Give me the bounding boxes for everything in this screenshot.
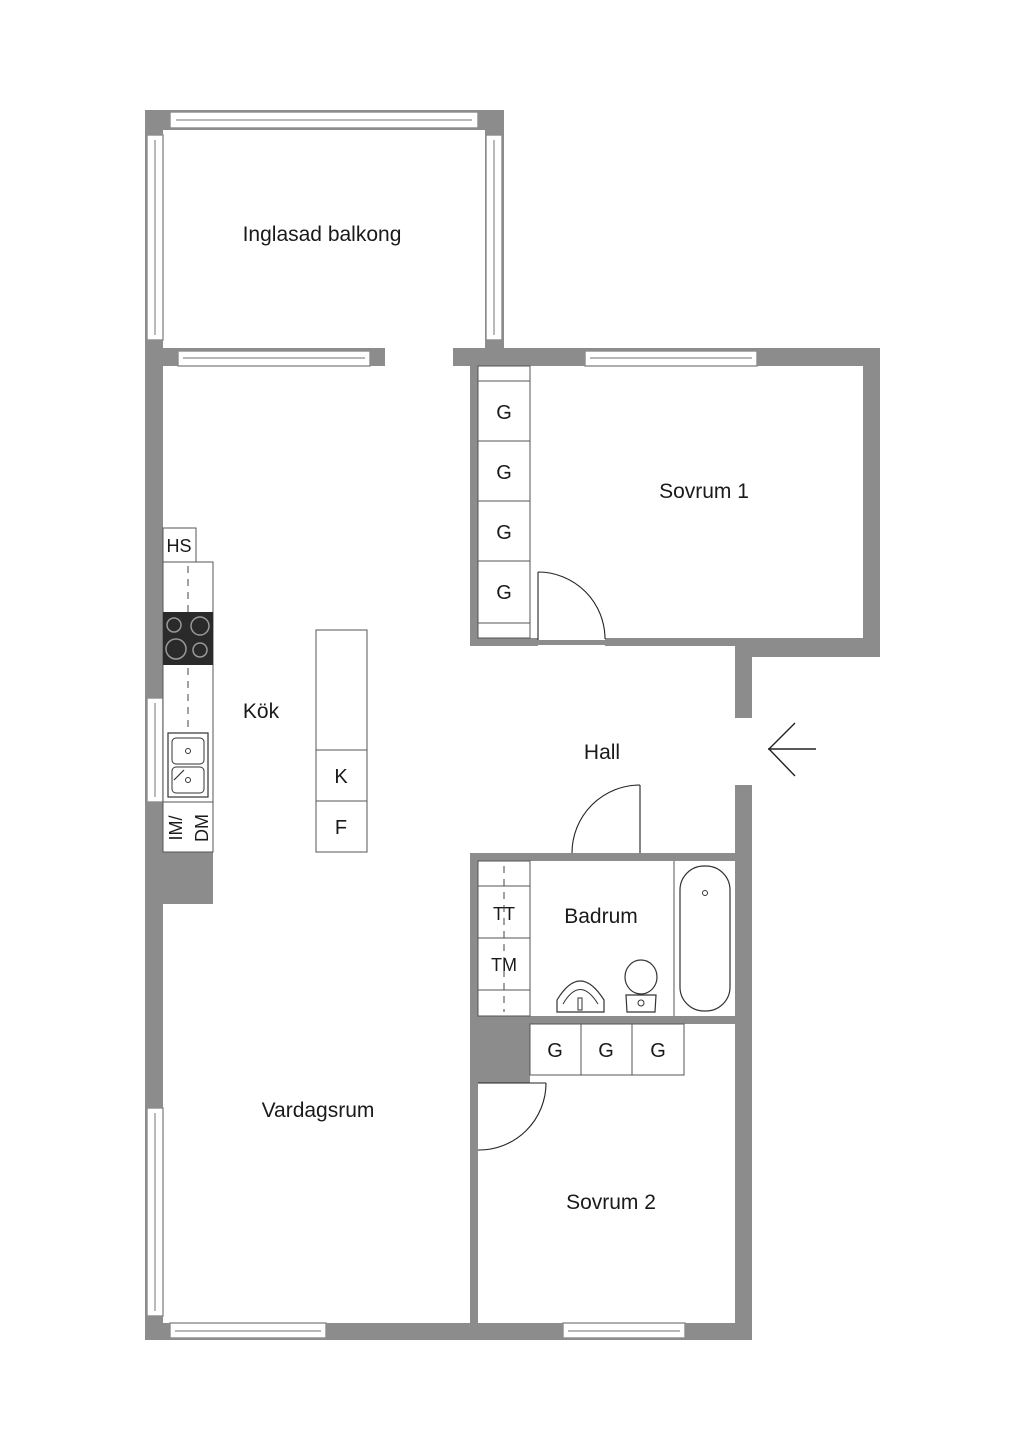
dishwasher-label-top: IM/ — [166, 816, 186, 841]
room-label-bedroom1: Sovrum 1 — [659, 480, 749, 503]
hood-cabinet-label: HS — [166, 536, 191, 556]
washer-label: TM — [491, 955, 517, 975]
windows — [146, 111, 758, 1339]
wardrobes-bedroom2: G G G — [529, 1023, 685, 1076]
fridge-label: K — [334, 766, 348, 788]
room-label-bedroom2: Sovrum 2 — [566, 1191, 656, 1214]
room-label-balcony: Inglasad balkong — [243, 223, 402, 246]
wardrobe-label: G — [496, 402, 512, 424]
wardrobes-bedroom1: G G G G — [477, 365, 531, 639]
dishwasher-label-bottom: DM — [192, 814, 212, 842]
bathroom-fixtures: TT TM — [477, 860, 731, 1017]
entrance-arrow-icon — [768, 722, 816, 777]
wardrobe-label: G — [496, 462, 512, 484]
wardrobe-label: G — [496, 522, 512, 544]
kitchen-counter: HS IM/ DM — [162, 527, 214, 853]
interior-walls — [163, 366, 863, 1340]
toilet-icon — [624, 959, 658, 1013]
wardrobe-label: G — [547, 1040, 563, 1062]
washbasin-icon — [556, 980, 605, 1013]
room-label-kitchen: Kök — [243, 700, 280, 723]
floors — [163, 130, 863, 1323]
room-label-living: Vardagsrum — [262, 1099, 375, 1122]
room-label-bathroom: Badrum — [564, 905, 638, 928]
wardrobe-label: G — [650, 1040, 666, 1062]
bathtub-icon — [679, 865, 731, 1012]
freezer-label: F — [335, 817, 347, 839]
kitchen-island: K F — [315, 629, 368, 853]
doors — [477, 571, 641, 1151]
sink-icon — [167, 732, 209, 798]
wardrobe-label: G — [598, 1040, 614, 1062]
room-label-hall: Hall — [584, 741, 620, 764]
stove-icon — [163, 612, 213, 665]
wardrobe-label: G — [496, 582, 512, 604]
room-labels: Inglasad balkong Sovrum 1 Kök Hall Badru… — [243, 223, 749, 1214]
dryer-label: TT — [493, 904, 515, 924]
